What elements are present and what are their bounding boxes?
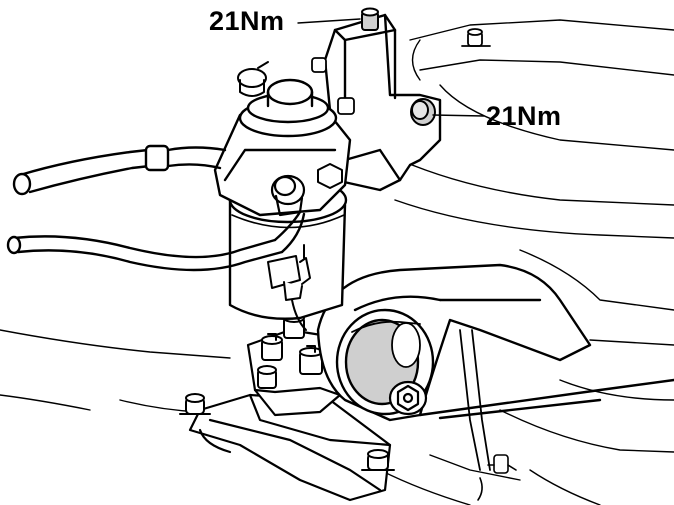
stud-nut-3	[299, 345, 323, 375]
union-fitting-right	[317, 163, 343, 189]
body-bolt-upper-right	[461, 28, 491, 47]
electrical-connector	[267, 244, 311, 331]
stud-nut-4	[257, 365, 277, 389]
torque-leader-lines	[297, 18, 485, 117]
bracket-bolt-right	[410, 98, 436, 126]
union-fitting-front	[270, 174, 306, 217]
mount-base-bolt-right	[361, 449, 395, 471]
lower-right-clip	[477, 454, 517, 501]
bleed-screw	[237, 61, 269, 97]
torque-label-right: 21Nm	[486, 101, 562, 131]
bushing-bolt-nut	[388, 380, 428, 416]
stud-nut-2	[261, 333, 283, 361]
fuel-hose-upper	[12, 144, 227, 196]
fuel-hose-lower	[6, 210, 306, 272]
mount-base-bolt-left	[179, 393, 211, 415]
bracket-bolt-top	[361, 7, 379, 31]
filter-head	[213, 78, 352, 217]
brace-rod	[459, 329, 491, 471]
vehicle-body-outline	[0, 19, 674, 505]
torque-label-top: 21Nm	[209, 6, 285, 36]
